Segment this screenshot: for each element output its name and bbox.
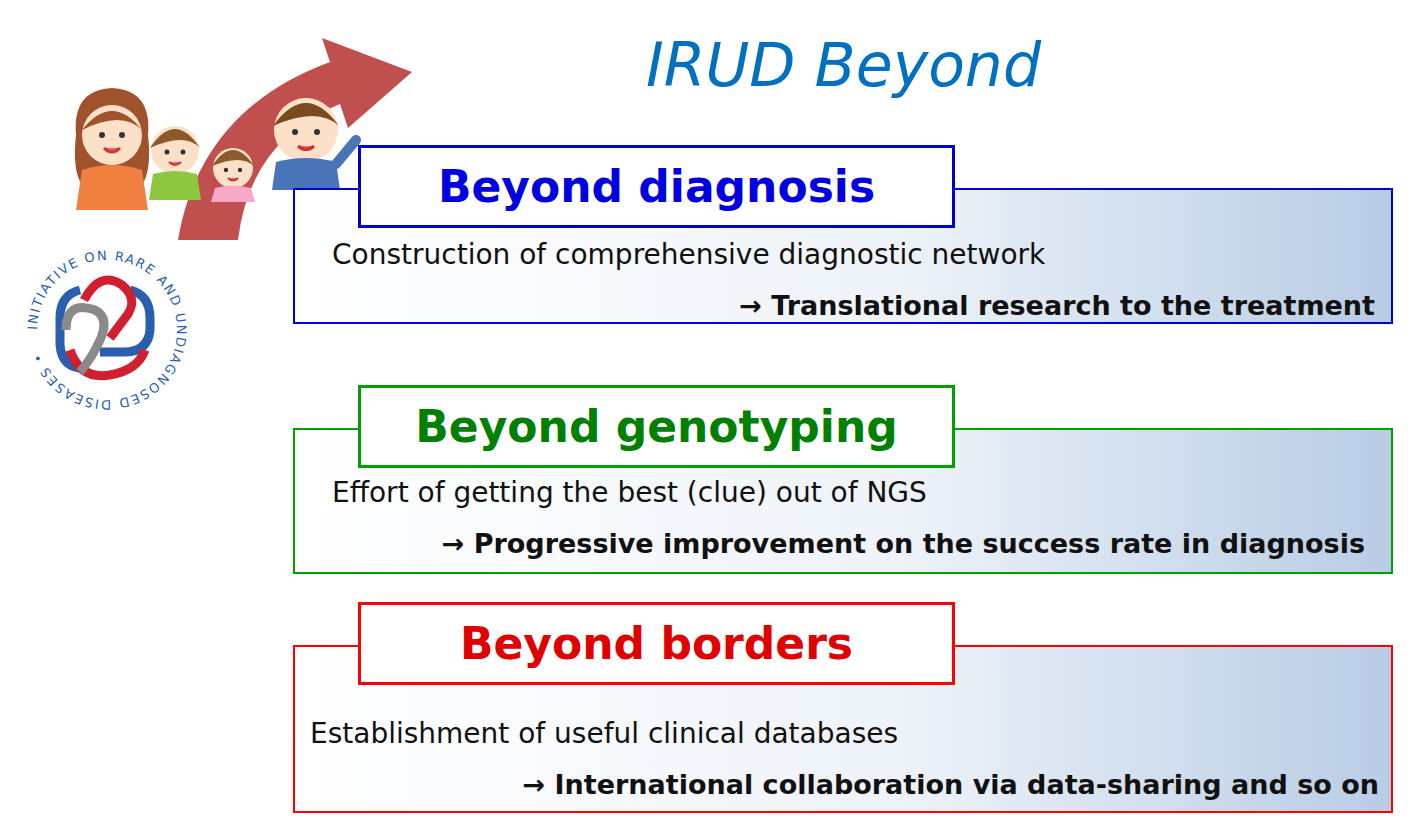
header-text: Beyond genotyping (415, 401, 897, 452)
panel-body-text: Establishment of useful clinical databas… (310, 717, 898, 750)
logo (19, 242, 195, 418)
content-panel: Effort of getting the best (clue) out of… (293, 428, 1393, 574)
header-text: Beyond diagnosis (438, 161, 875, 212)
panel-body-text: Construction of comprehensive diagnostic… (332, 238, 1045, 271)
content-panel: Establishment of useful clinical databas… (293, 645, 1393, 813)
panel-result-text: → Progressive improvement on the success… (442, 528, 1365, 559)
header-box: Beyond genotyping (358, 385, 955, 468)
header-box: Beyond diagnosis (358, 145, 955, 228)
panel-result-text: → International collaboration via data-s… (523, 769, 1379, 800)
panel-result-text: → Translational research to the treatmen… (739, 290, 1375, 321)
content-panel: Construction of comprehensive diagnostic… (293, 188, 1393, 324)
header-box: Beyond borders (358, 602, 955, 685)
page-title: IRUD Beyond (646, 30, 1041, 100)
header-text: Beyond borders (460, 618, 853, 669)
panel-body-text: Effort of getting the best (clue) out of… (332, 476, 927, 509)
logo-text: INITIATIVE ON RARE AND UNDIAGNOSED DISEA… (25, 248, 189, 412)
logo-ring-text: INITIATIVE ON RARE AND UNDIAGNOSED DISEA… (25, 248, 189, 412)
